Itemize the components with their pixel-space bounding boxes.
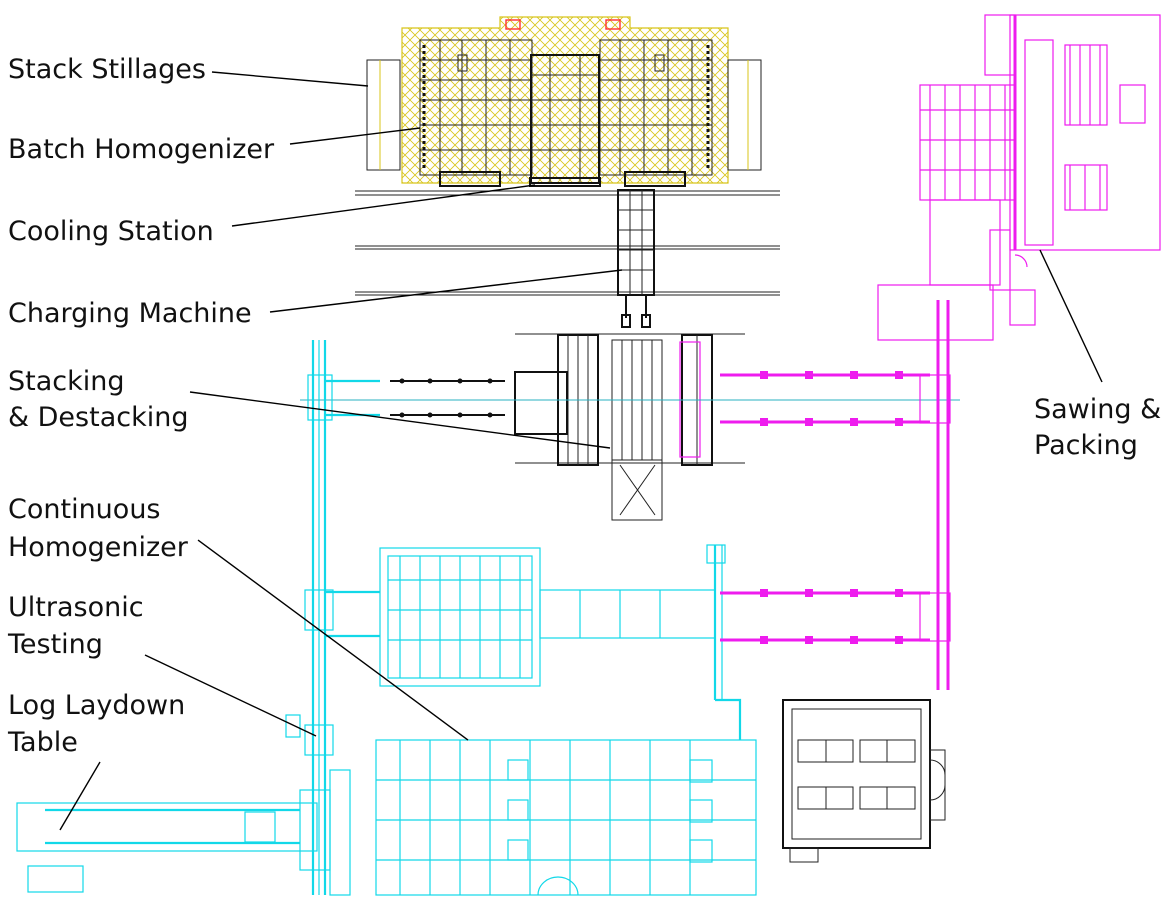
label-stacking-line2: & Destacking [8,402,189,433]
label-stacking-line1: Stacking [8,366,125,397]
label-log-laydown-line2: Table [8,727,78,758]
sawing-packing-drawing [720,14,1161,690]
leader-lines [59,71,1103,831]
label-continuous-line1: Continuous [8,494,161,525]
label-charging-machine: Charging Machine [8,298,252,329]
label-batch-homogenizer: Batch Homogenizer [8,134,275,165]
label-ultrasonic-line2: Testing [8,629,103,660]
label-log-laydown-line1: Log Laydown [8,690,186,721]
batch-homogenizer-drawing [355,16,780,328]
label-sawing-line1: Sawing & [1034,394,1162,425]
label-sawing-line2: Packing [1034,430,1138,461]
stacking-destacking-drawing [300,333,960,521]
label-cooling-station: Cooling Station [8,216,214,247]
label-continuous-line2: Homogenizer [8,532,188,563]
label-ultrasonic-line1: Ultrasonic [8,592,144,623]
building-drawing [782,699,946,863]
label-stack-stillages: Stack Stillages [8,54,206,85]
cyan-process-line-drawing [16,340,757,896]
